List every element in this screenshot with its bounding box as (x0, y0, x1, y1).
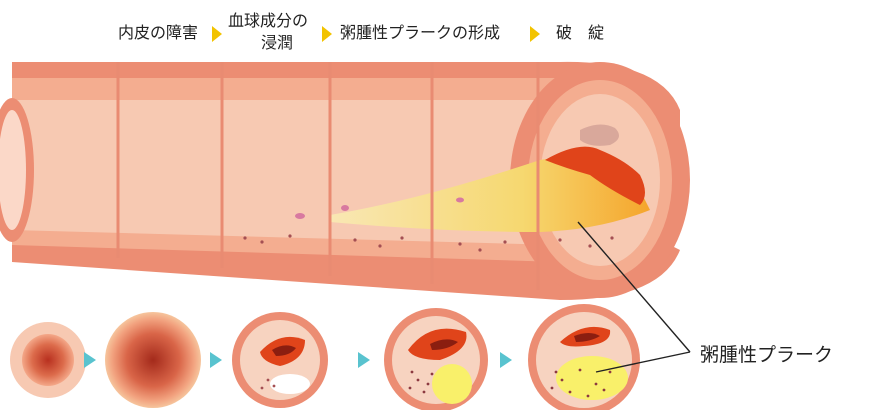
cross-section-5 (528, 304, 640, 410)
cross-section-3 (232, 312, 328, 408)
progression-arrow-icon (84, 352, 96, 368)
progression-arrow-icon (500, 352, 512, 368)
cross-section-1 (10, 322, 86, 398)
cross-section-4 (384, 308, 488, 410)
cross-section-2 (105, 312, 201, 408)
progression-arrow-icon (210, 352, 222, 368)
plaque-callout-label: 粥腫性プラーク (700, 340, 833, 367)
progression-arrow-icon (358, 352, 370, 368)
